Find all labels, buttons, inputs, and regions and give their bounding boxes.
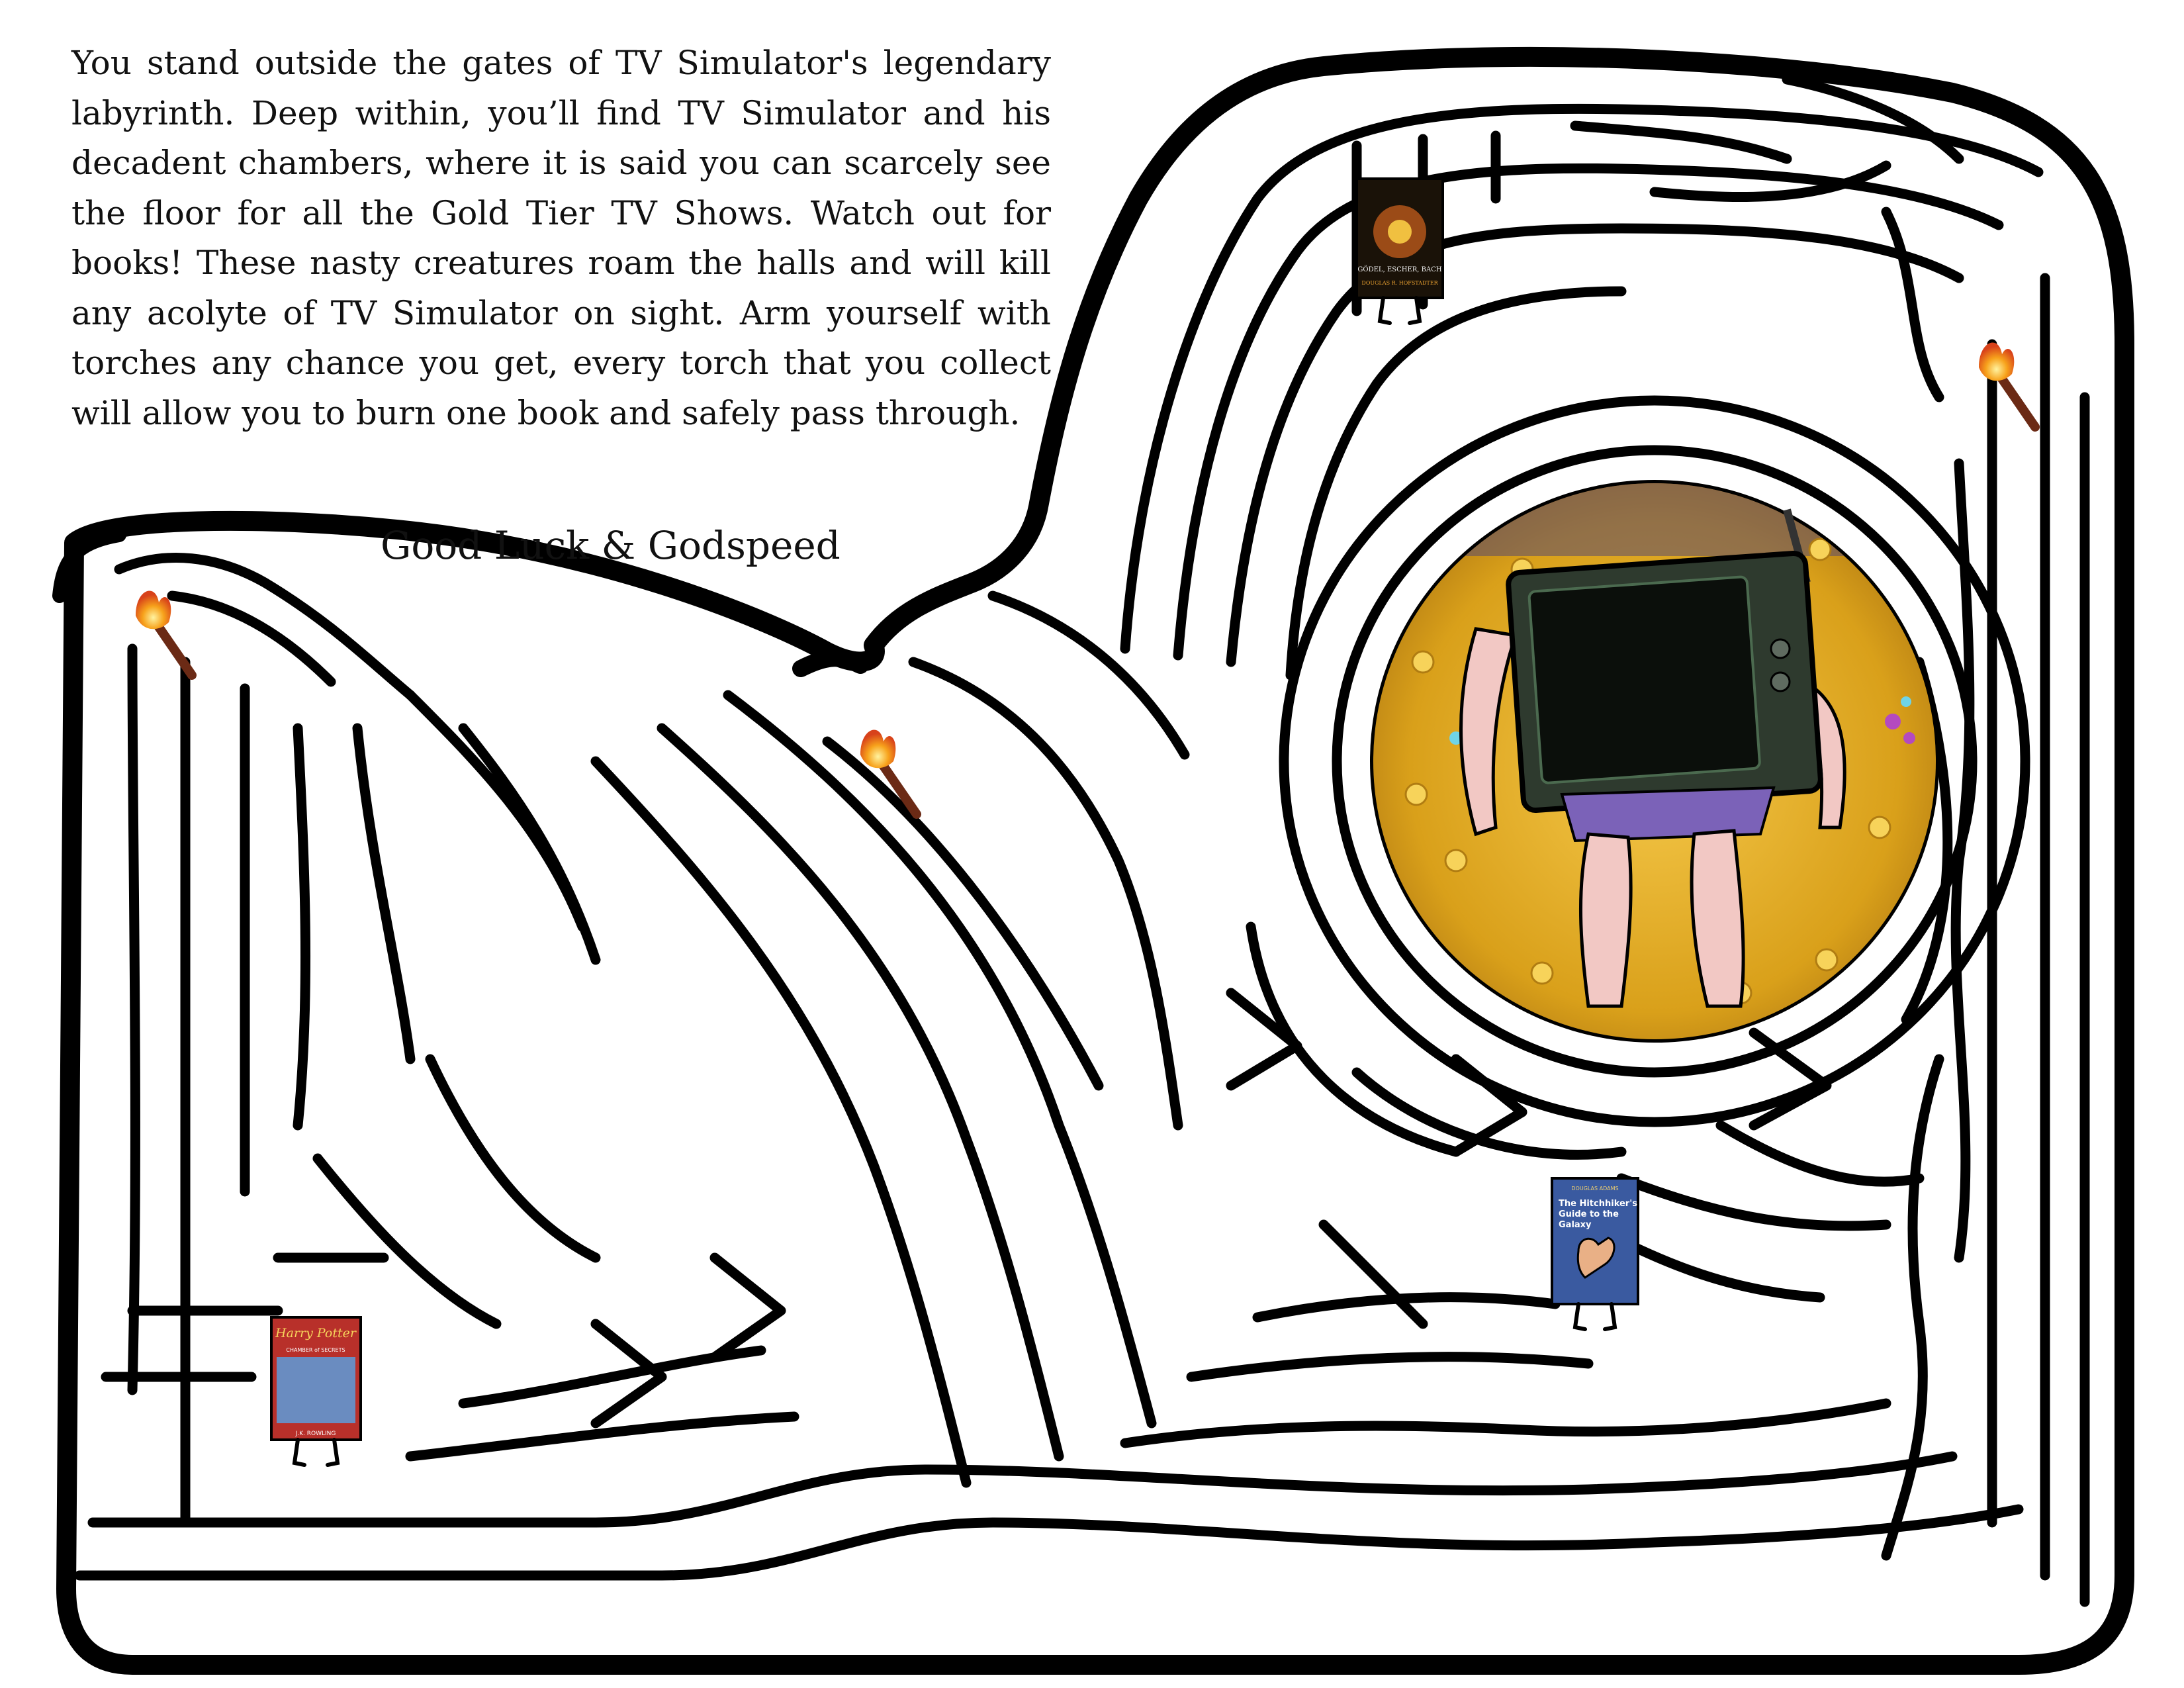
book-monster-godel-escher-bach[interactable]: GÖDEL, ESCHER, BACH DOUGLAS R. HOFSTADTE… <box>1355 177 1444 325</box>
torch-icon[interactable] <box>136 590 197 680</box>
torch-icon[interactable] <box>860 729 921 819</box>
tv-simulator-chamber <box>1370 480 1939 1043</box>
book-monster-hitchhikers-guide[interactable]: DOUGLAS ADAMS The Hitchhiker's Guide to … <box>1551 1177 1639 1331</box>
hitchhiker-title-2: Guide to the <box>1559 1209 1619 1219</box>
hitchhiker-title-1: The Hitchhiker's <box>1559 1199 1637 1209</box>
hitchhiker-title-3: Galaxy <box>1559 1220 1592 1230</box>
harry-potter-title: Harry Potter <box>275 1326 357 1340</box>
farewell-text: Good Luck & Godspeed <box>381 523 841 568</box>
maze-outer-wall <box>52 46 2134 1675</box>
book-monster-harry-potter[interactable]: Harry Potter CHAMBER of SECRETS J.K. ROW… <box>270 1316 362 1467</box>
tv-simulator-icon <box>1459 508 1846 1008</box>
geb-author: DOUGLAS R. HOFSTADTER <box>1361 280 1438 286</box>
maze-walls <box>74 74 2090 1607</box>
geb-title: GÖDEL, ESCHER, BACH <box>1357 265 1441 273</box>
torch-icon[interactable] <box>1979 342 2040 432</box>
harry-potter-author: J.K. ROWLING <box>295 1430 336 1437</box>
story-paragraph: You stand outside the gates of TV Simula… <box>71 44 1051 432</box>
hitchhiker-author: DOUGLAS ADAMS <box>1571 1186 1618 1192</box>
harry-potter-subtitle: CHAMBER of SECRETS <box>286 1347 345 1353</box>
